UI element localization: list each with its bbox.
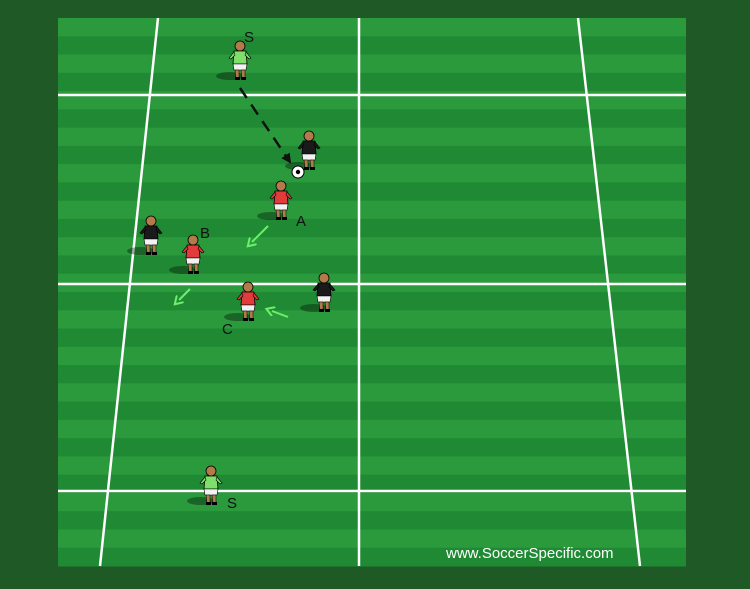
- pitch-stripe: [58, 346, 686, 366]
- pass-arrow: [238, 87, 292, 164]
- pitch-stripe: [58, 127, 686, 147]
- pitch-stripe: [58, 419, 686, 439]
- pitch-stripe: [58, 18, 686, 37]
- pitch-stripes: [58, 18, 686, 567]
- pitch-stripe: [58, 182, 686, 202]
- pitch-stripe: [58, 492, 686, 512]
- movement-arrow-c: [272, 311, 289, 318]
- arrows: [179, 87, 292, 318]
- ball: [291, 165, 305, 179]
- label-c: C: [222, 321, 233, 338]
- pitch-stripe: [58, 109, 686, 129]
- pitch-stripe: [58, 36, 686, 56]
- label-b: B: [200, 225, 210, 242]
- pitch-stripe: [58, 292, 686, 311]
- line-right: [576, 17, 642, 567]
- pitch-stripe: [58, 365, 686, 384]
- pitch-stripe: [58, 511, 686, 530]
- pitch-stripe: [58, 310, 686, 330]
- pitch-stripe: [58, 218, 686, 238]
- player-labels: S A B C S: [200, 29, 306, 512]
- pitch-stripe: [58, 164, 686, 183]
- pitch-stripe: [58, 145, 686, 165]
- pitch-lines: [58, 17, 686, 567]
- pitch-stripe: [58, 438, 686, 457]
- pitch-stripe: [58, 237, 686, 256]
- pitch-stripe: [58, 72, 686, 92]
- pitch-stripe: [58, 547, 686, 567]
- pitch-stripe: [58, 328, 686, 348]
- label-support-top: S: [244, 29, 254, 46]
- movement-arrow-a: [252, 225, 269, 242]
- pitch-stripe: [58, 200, 686, 220]
- pitch-stripe: [58, 255, 686, 275]
- pitch-stripe: [58, 401, 686, 421]
- label-a: A: [296, 213, 306, 230]
- line-left: [98, 17, 160, 567]
- pitch-stripe: [58, 54, 686, 74]
- pitch-stripe: [58, 383, 686, 403]
- watermark: www.SoccerSpecific.com: [445, 545, 614, 562]
- movement-arrow-b: [179, 288, 191, 300]
- pitch-stripe: [58, 456, 686, 476]
- label-support-bottom: S: [227, 495, 237, 512]
- pitch-stripe: [58, 529, 686, 549]
